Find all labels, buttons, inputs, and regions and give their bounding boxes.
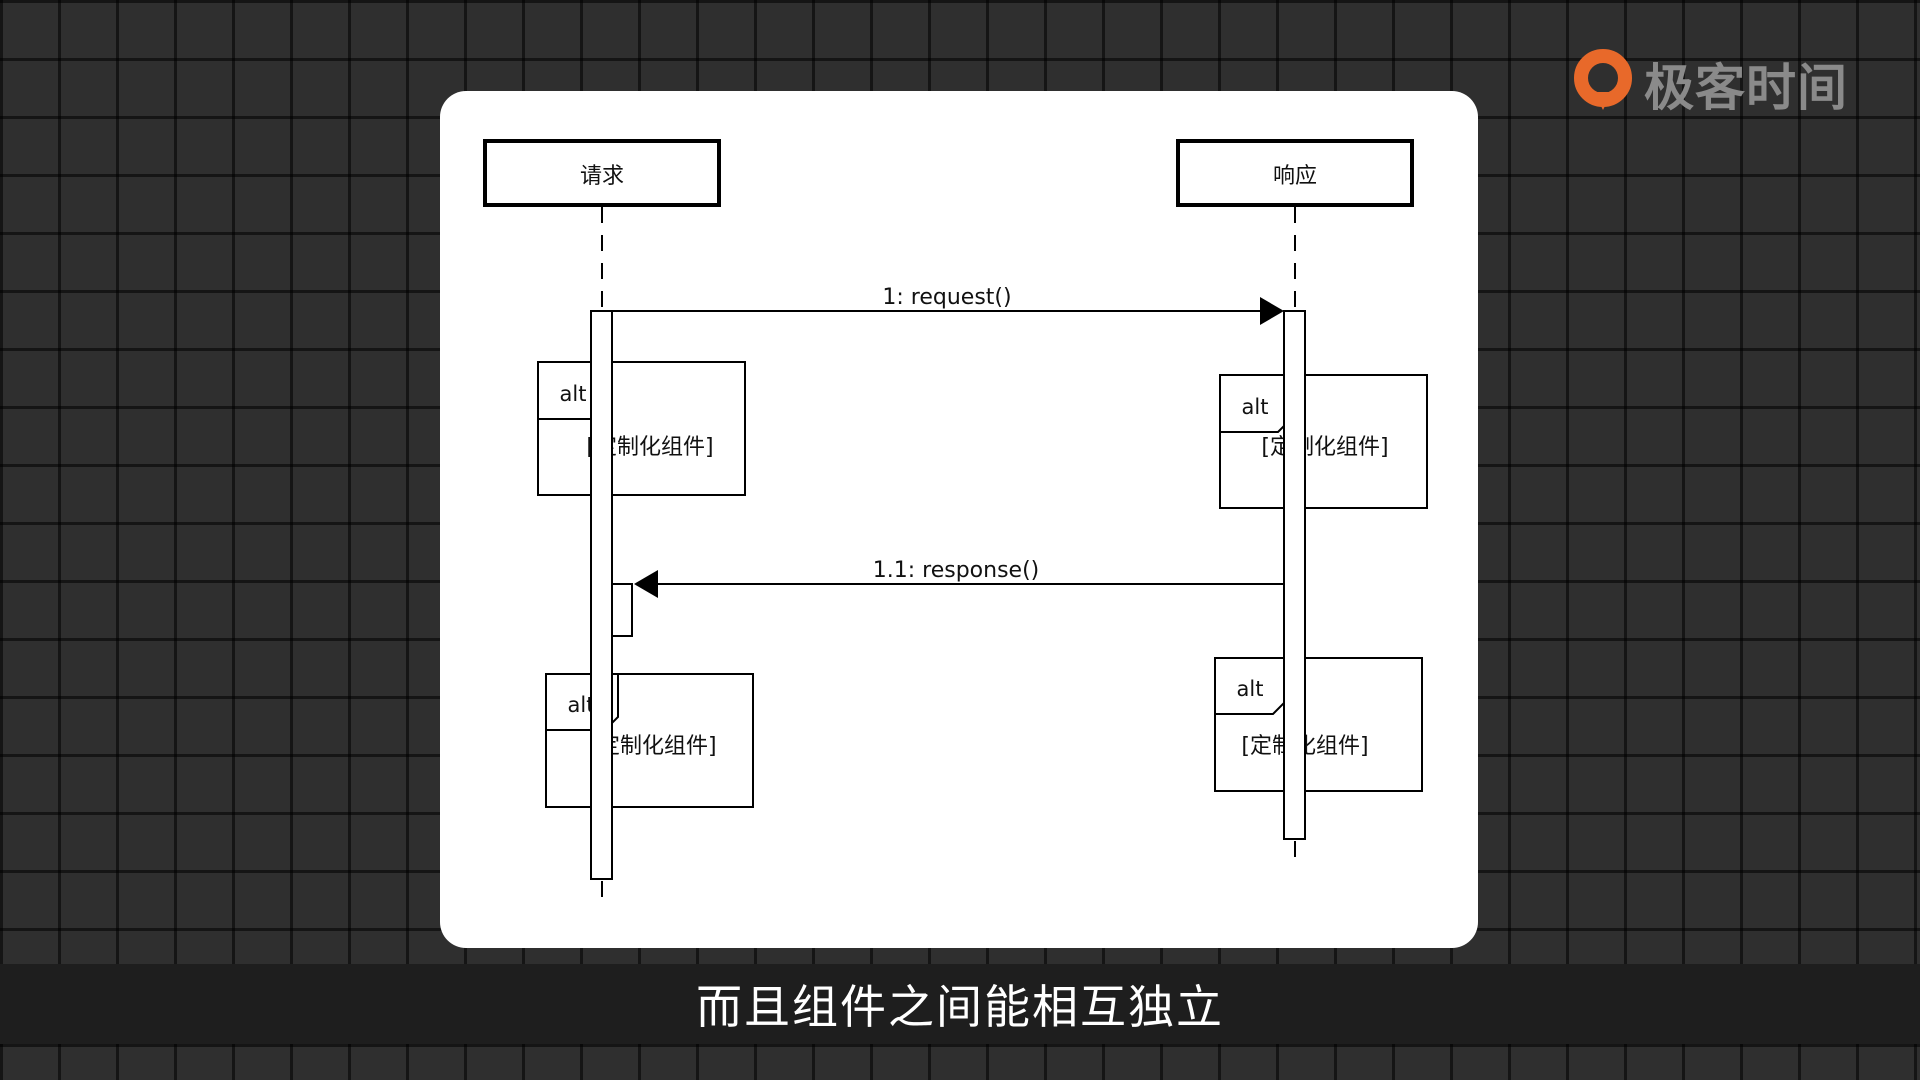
sequence-diagram: 请求 响应 alt [定制化组件] alt [定制化组件] alt [定制化组件… — [483, 139, 1428, 903]
alt-fragment-1: alt [定制化组件] — [537, 361, 746, 496]
logo-text: 极客时间 — [1644, 59, 1848, 117]
diagram-panel: 请求 响应 alt [定制化组件] alt [定制化组件] alt [定制化组件… — [440, 91, 1478, 948]
alt-operator-4: alt — [1237, 677, 1264, 701]
lifeline-head-request — [483, 139, 721, 207]
message-label-response: 1.1: response() — [873, 558, 1039, 583]
subtitle-bar: 而且组件之间能相互独立 — [0, 964, 1920, 1044]
alt-fragment-3: alt [定制化组件] — [545, 673, 754, 808]
alt-guard-2: [定制化组件] — [1261, 435, 1388, 460]
lifeline-label-request: 请求 — [580, 164, 624, 189]
activation-bar-response — [1283, 310, 1306, 840]
alt-fragment-4: alt [定制化组件] — [1214, 657, 1423, 792]
arrowhead-response — [634, 570, 658, 598]
subtitle-text: 而且组件之间能相互独立 — [696, 980, 1224, 1034]
arrowhead-request — [1260, 297, 1284, 325]
message-label-request: 1: request() — [882, 285, 1011, 310]
alt-fragment-2: alt [定制化组件] — [1219, 374, 1428, 509]
alt-operator-1: alt — [560, 382, 587, 406]
activation-bar-request — [590, 310, 613, 880]
activation-bar-callback — [611, 583, 633, 637]
geektime-logo-icon — [1574, 49, 1632, 110]
alt-operator-2: alt — [1242, 395, 1269, 419]
lifeline-head-response — [1176, 139, 1414, 207]
alt-operator-3: alt — [568, 693, 595, 717]
logo: 极客时间 — [1572, 46, 1848, 122]
lifeline-label-response: 响应 — [1273, 164, 1317, 189]
